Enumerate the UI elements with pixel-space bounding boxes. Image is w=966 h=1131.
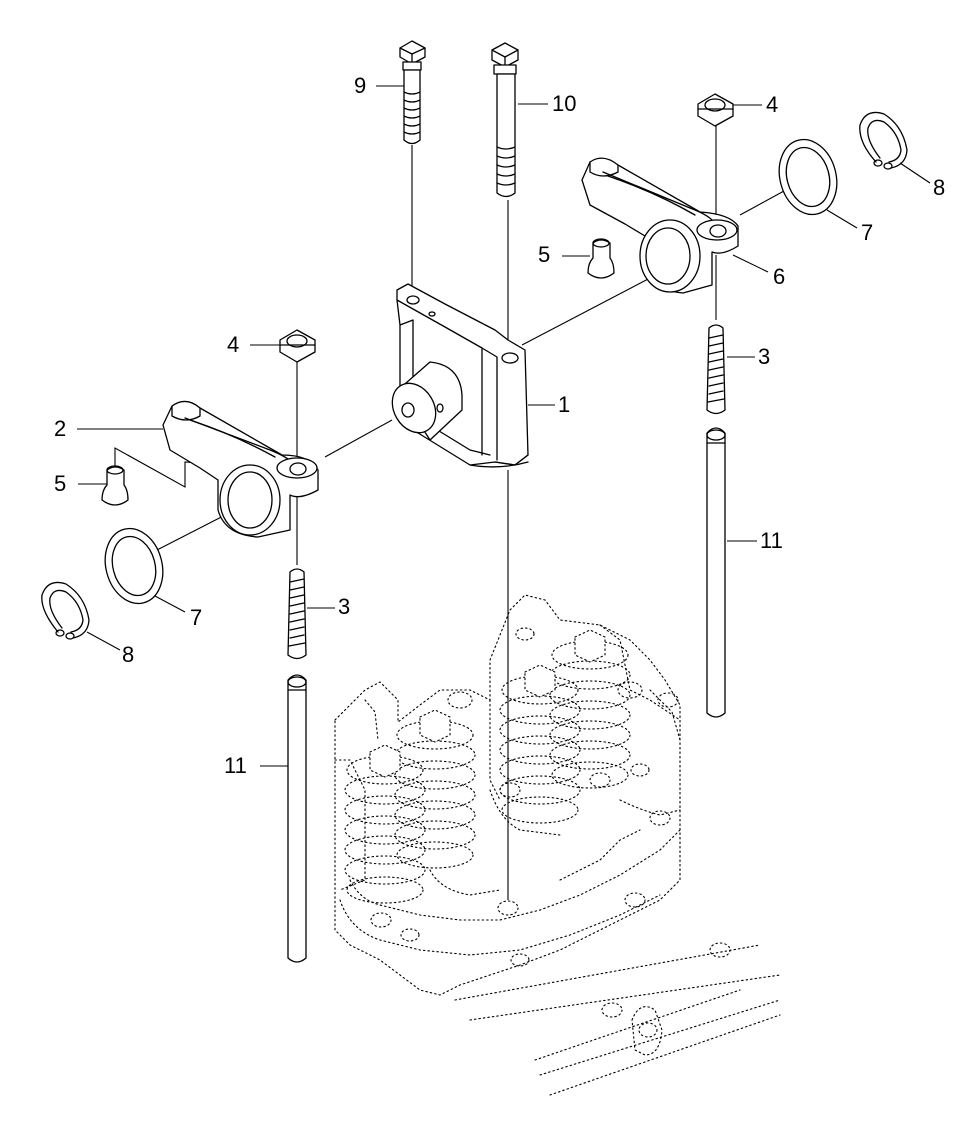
nut-right [697,93,734,127]
snap-ring-right [859,111,908,170]
bolt-long [491,42,519,198]
callout-8-left: 8 [122,642,134,667]
rocker-arm-left [162,400,319,538]
callout-6: 6 [773,264,785,289]
adjusting-screw-right [706,324,726,415]
rocker-rail [454,942,781,1096]
valve-springs [344,629,631,904]
callout-7-right: 7 [861,220,873,245]
callout-10: 10 [552,91,576,116]
callout-4-left: 4 [227,332,239,357]
rocker-bracket [391,283,529,468]
callout-9: 9 [354,73,366,98]
pin-left [101,465,129,506]
rocker-arm-right [581,157,739,294]
adjusting-screw-left [287,568,307,660]
snap-ring-left [41,581,90,640]
callout-2: 2 [54,416,66,441]
push-rod-left [287,674,307,963]
callout-3-left: 3 [338,594,350,619]
part-labels: 1 2 3 3 4 4 5 5 6 7 7 8 8 9 10 11 11 [54,73,945,778]
callout-3-right: 3 [758,344,770,369]
pin-right [587,238,615,279]
callout-11-right: 11 [760,528,783,553]
washer-right [778,138,838,216]
leader-lines [77,85,931,767]
cylinder-head-outline [334,594,681,996]
callout-5-left: 5 [54,471,66,496]
callout-1: 1 [558,392,570,417]
callout-8-right: 8 [933,175,945,200]
nut-left [279,329,316,363]
bolt-short [399,40,426,145]
callout-4-right: 4 [766,92,778,117]
push-rod-right [706,427,726,718]
callout-11-left: 11 [224,753,247,778]
callout-7-left: 7 [190,605,202,630]
washer-left [104,527,164,605]
callout-5-right: 5 [538,242,550,267]
